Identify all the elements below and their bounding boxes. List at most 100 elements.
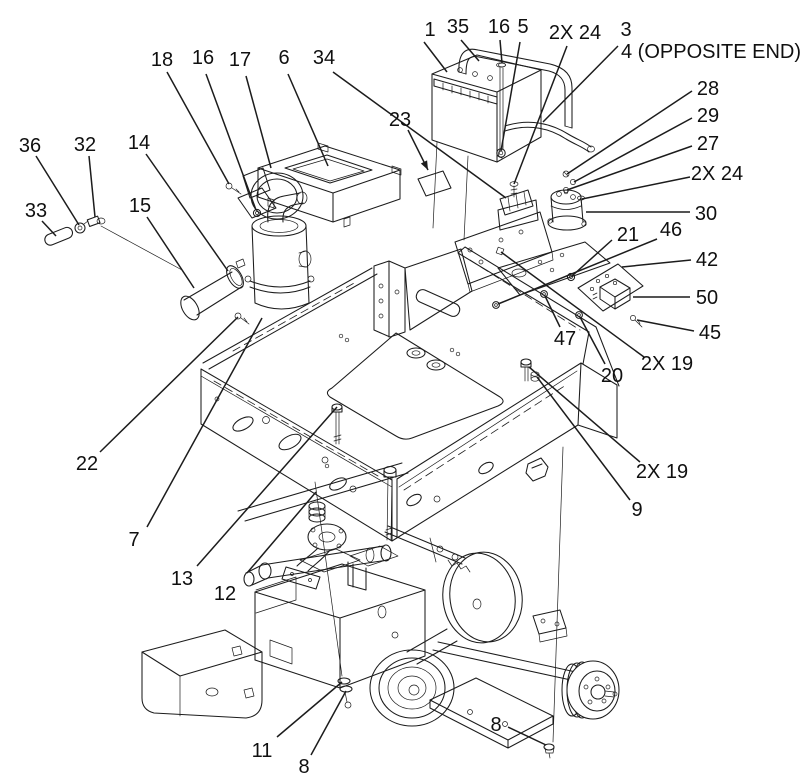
washer-29: [570, 179, 576, 185]
callout-label-30: 30: [695, 203, 717, 225]
callout-label-22: 22: [76, 453, 98, 475]
leader-line-14: [145, 153, 229, 272]
callout-label-23: 23: [389, 109, 411, 131]
leader-line-24-solenoid: [581, 176, 691, 200]
callout-label-24-battery: 2X 24: [549, 22, 601, 44]
leader-line-21: [571, 239, 613, 277]
clamp-17: [225, 167, 304, 220]
engine-assembly: [141, 481, 554, 749]
callout-label-28: 28: [697, 78, 719, 100]
callout-label-14: 14: [128, 132, 150, 154]
leader-line-9: [536, 376, 631, 501]
leader-line-28: [566, 90, 693, 175]
leader-line-7: [146, 317, 263, 528]
bracket-34: [497, 189, 539, 231]
leader-line-15: [146, 216, 195, 289]
callout-label-3: 3: [620, 19, 631, 41]
leader-line-12: [246, 491, 317, 574]
callout-label-4-note: 4 (OPPOSITE END): [621, 41, 800, 63]
callout-label-50: 50: [696, 287, 718, 309]
nut-46: [492, 301, 500, 309]
callout-label-20: 20: [601, 365, 623, 387]
leader-line-16-clamp: [205, 73, 257, 211]
bolt-19a-target: [495, 246, 505, 256]
fitting-32: [86, 215, 101, 227]
muffler-box: [141, 629, 263, 719]
clamp-36: [74, 222, 86, 234]
callout-label-46: 46: [660, 219, 682, 241]
callout-label-6: 6: [278, 47, 289, 69]
callout-label-8-engine: 8: [298, 756, 309, 778]
engine-block: [254, 563, 426, 689]
callout-layer: 1 35 16 5 2X 24 34 (OPPOSITE END) 18 16 17 6 34 23 3…: [19, 16, 800, 778]
callout-label-17: 17: [229, 49, 251, 71]
washer-16a: [498, 62, 506, 68]
callout-label-16-clamp: 16: [192, 47, 214, 69]
leader-line-46: [497, 238, 658, 305]
linkage: [299, 525, 471, 573]
leader-line-29: [573, 117, 693, 183]
callout-label-16-battery: 16: [488, 16, 510, 38]
bushing-12: [308, 501, 326, 523]
callout-label-5: 5: [517, 16, 528, 38]
callout-label-18: 18: [151, 49, 173, 71]
callout-label-19-panel: 2X 19: [641, 353, 693, 375]
leader-line-24-battery: [513, 45, 568, 185]
callout-label-21: 21: [617, 224, 639, 246]
callout-label-13: 13: [171, 568, 193, 590]
callout-label-34: 34: [313, 47, 335, 69]
main-frame: [200, 246, 620, 683]
callout-label-32: 32: [74, 134, 96, 156]
callout-label-35: 35: [447, 16, 469, 38]
leader-line-22: [99, 316, 239, 453]
callout-label-15: 15: [129, 195, 151, 217]
plate-21: [492, 241, 611, 319]
cover-6: [257, 142, 402, 228]
relay-plate: [577, 263, 644, 328]
callout-label-29: 29: [697, 105, 719, 127]
leader-line-35: [460, 39, 480, 62]
callout-label-47: 47: [554, 328, 576, 350]
engine-mount-plate: [429, 677, 554, 749]
callout-label-19-frame: 2X 19: [636, 461, 688, 483]
tube-33: [44, 226, 74, 246]
callout-label-12: 12: [214, 583, 236, 605]
screw-28: [562, 170, 570, 178]
callout-label-11: 11: [252, 740, 273, 762]
leader-line-3: [542, 45, 619, 123]
flywheel: [442, 551, 523, 644]
screw-22: [234, 312, 250, 325]
callout-label-42: 42: [696, 249, 718, 271]
bolt-19-right: [520, 358, 540, 382]
leader-line-16-battery: [499, 39, 503, 64]
decal-23: [417, 170, 452, 197]
leader-line-6: [287, 73, 329, 167]
clamp-14: [226, 265, 244, 289]
leader-line-42: [621, 259, 692, 268]
hose-fittings: [44, 215, 183, 271]
battery-cable-3: [504, 121, 592, 148]
leader-line-8-engine: [310, 690, 347, 756]
axle-hub: [532, 446, 620, 759]
leader-line-1: [423, 41, 448, 73]
callout-label-1: 1: [424, 19, 435, 41]
bolt-8-axle: [543, 743, 555, 759]
leader-line-27: [566, 145, 693, 191]
leader-line-18: [166, 71, 230, 185]
air-cleaner: [180, 191, 315, 325]
leader-line-33: [41, 220, 57, 237]
callout-label-45: 45: [699, 322, 721, 344]
callout-label-36: 36: [19, 135, 41, 157]
leader-line-5: [500, 41, 521, 152]
leader-line-19-panel: [500, 251, 645, 358]
battery-handle: [458, 48, 573, 129]
leader-line-20: [579, 316, 606, 365]
callout-label-24-solenoid: 2X 24: [691, 163, 743, 185]
leader-line-47: [544, 295, 561, 328]
leader-line-8-axle: [507, 726, 547, 746]
leader-line-36: [35, 155, 80, 226]
leader-line-19-frame: [528, 366, 641, 463]
relay-50: [592, 278, 631, 310]
